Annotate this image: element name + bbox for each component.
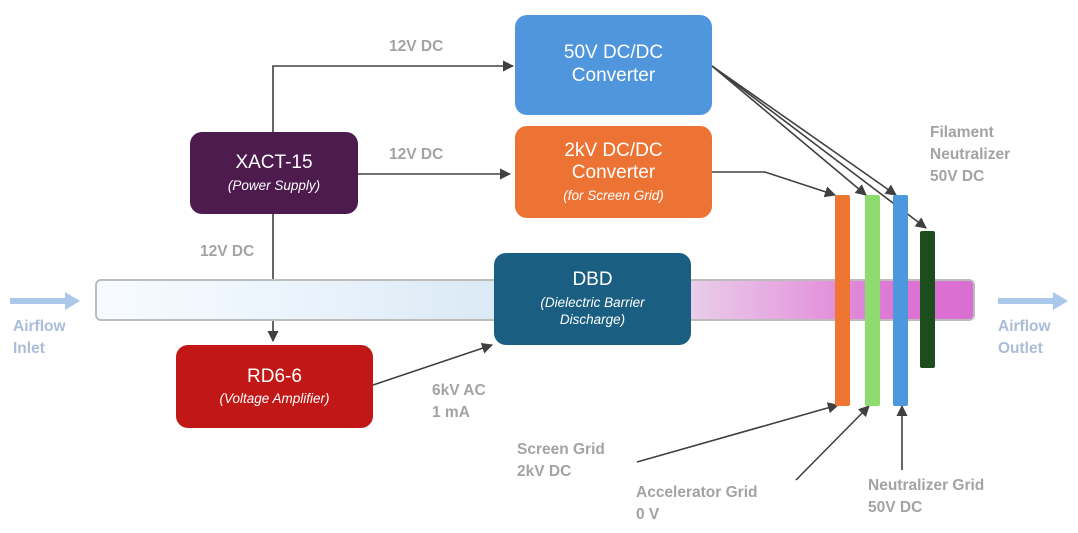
rd6-amplifier-block: RD6-6 (Voltage Amplifier) bbox=[176, 345, 373, 428]
pointer-screen-grid bbox=[636, 402, 840, 463]
dbd-block: DBD (Dielectric Barrier Discharge) bbox=[494, 253, 691, 345]
wire-50v-to-grid-a bbox=[711, 65, 867, 196]
label-12v-to-rd6: 12V DC bbox=[200, 243, 255, 260]
screen-grid bbox=[835, 195, 850, 406]
wire-50v-to-grid-b bbox=[711, 65, 897, 196]
converter-2kv-title-1: 2kV DC/DC bbox=[564, 139, 663, 161]
neutralizer-grid bbox=[893, 195, 908, 406]
label-12v-to-2kv: 12V DC bbox=[389, 146, 444, 163]
wire-2kv-to-screen-grid bbox=[712, 171, 837, 198]
accelerator-grid bbox=[865, 195, 880, 406]
label-1ma: 1 mA bbox=[432, 404, 470, 421]
label-neutralizer-grid-1: Neutralizer Grid bbox=[868, 477, 985, 494]
converter-2kv-subtitle: (for Screen Grid) bbox=[563, 188, 664, 204]
label-screen-grid-1: Screen Grid bbox=[517, 441, 605, 458]
label-accelerator-grid-1: Accelerator Grid bbox=[636, 484, 758, 501]
label-filament-2: Neutralizer bbox=[930, 146, 1011, 163]
airflow-inlet-arrow bbox=[10, 292, 80, 310]
label-neutralizer-grid-2: 50V DC bbox=[868, 499, 923, 516]
label-airflow-inlet-1: Airflow bbox=[13, 318, 66, 335]
label-airflow-outlet-2: Outlet bbox=[998, 340, 1043, 357]
wire-xact-to-50v bbox=[272, 60, 515, 132]
rd6-subtitle: (Voltage Amplifier) bbox=[219, 391, 330, 407]
dbd-subtitle-2: Discharge) bbox=[559, 312, 626, 328]
label-12v-to-50v: 12V DC bbox=[389, 38, 444, 55]
filament-neutralizer bbox=[920, 231, 935, 368]
label-filament-3: 50V DC bbox=[930, 168, 985, 185]
pointer-accelerator-grid bbox=[795, 405, 870, 481]
label-accelerator-grid-2: 0 V bbox=[636, 506, 660, 523]
airflow-arrows bbox=[10, 292, 1068, 310]
converter-50v-title-2: Converter bbox=[571, 65, 656, 86]
label-airflow-inlet-2: Inlet bbox=[13, 340, 45, 357]
wire-rd6-to-dbd bbox=[372, 342, 494, 386]
label-airflow-outlet-1: Airflow bbox=[998, 318, 1051, 335]
dbd-subtitle-1: (Dielectric Barrier bbox=[540, 295, 645, 311]
dbd-title: DBD bbox=[572, 269, 613, 291]
rd6-title: RD6-6 bbox=[247, 365, 302, 387]
converter-50v-block: 50V DC/DC Converter bbox=[515, 15, 712, 115]
converter-50v-title-1: 50V DC/DC bbox=[563, 42, 664, 64]
converter-2kv-block: 2kV DC/DC Converter (for Screen Grid) bbox=[515, 126, 712, 218]
airflow-outlet-arrow bbox=[998, 292, 1068, 310]
converter-2kv-title-2: Converter bbox=[571, 162, 656, 184]
xact-subtitle: (Power Supply) bbox=[227, 177, 321, 193]
label-screen-grid-2: 2kV DC bbox=[517, 463, 572, 480]
label-filament-1: Filament bbox=[930, 124, 994, 141]
label-6kv-ac: 6kV AC bbox=[432, 382, 486, 399]
xact-title: XACT-15 bbox=[235, 152, 313, 173]
wire-50v-to-filament bbox=[711, 65, 927, 229]
xact-power-supply-block: XACT-15 (Power Supply) bbox=[190, 132, 358, 214]
